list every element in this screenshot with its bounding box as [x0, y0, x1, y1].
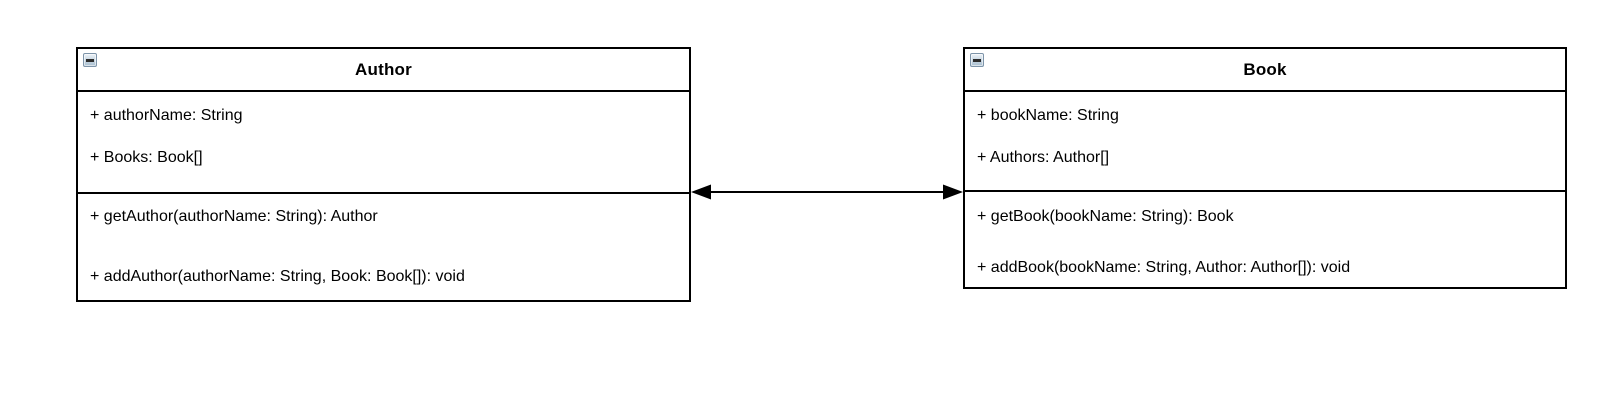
class-attribute: + Authors: Author[]: [977, 149, 1110, 166]
class-name: Author: [355, 59, 412, 79]
class-attribute: + authorName: String: [90, 107, 243, 124]
collapse-minus-icon[interactable]: [83, 53, 97, 67]
class-title-row: Author: [78, 49, 689, 92]
collapse-minus-icon[interactable]: [970, 53, 984, 67]
minus-glyph: [86, 58, 94, 62]
class-name: Book: [1243, 59, 1287, 79]
arrowhead-right-icon: [943, 184, 963, 200]
class-method: + addAuthor(authorName: String, Book: Bo…: [90, 268, 465, 285]
class-method: + getBook(bookName: String): Book: [977, 208, 1234, 225]
class-title-row: Book: [965, 49, 1565, 92]
class-attribute: + bookName: String: [977, 107, 1119, 124]
class-method: + getAuthor(authorName: String): Author: [90, 208, 378, 225]
arrowhead-left-icon: [691, 184, 711, 200]
class-box-book[interactable]: Book + bookName: String + Authors: Autho…: [963, 47, 1567, 289]
class-attribute: + Books: Book[]: [90, 149, 203, 166]
class-method: + addBook(bookName: String, Author: Auth…: [977, 259, 1351, 276]
compartment-divider: [78, 192, 689, 194]
minus-glyph: [973, 58, 981, 62]
compartment-divider: [965, 190, 1565, 192]
association-arrow[interactable]: [689, 180, 965, 204]
class-box-author[interactable]: Author + authorName: String + Books: Boo…: [76, 47, 691, 302]
